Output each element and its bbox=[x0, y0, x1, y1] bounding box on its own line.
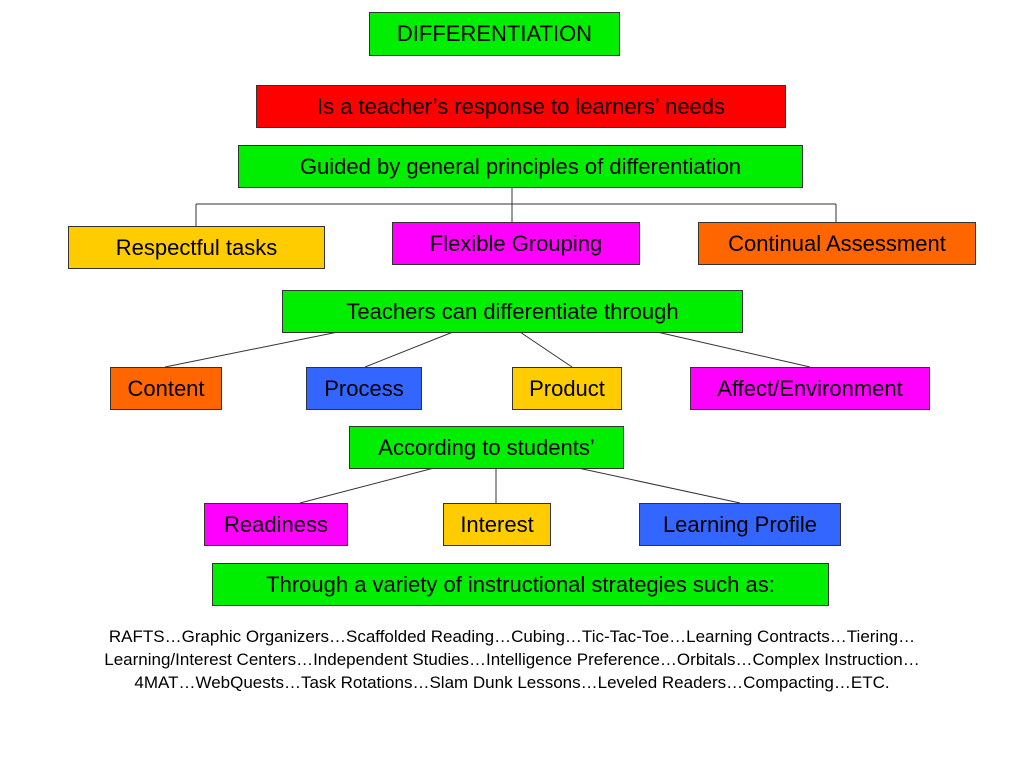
connector-line bbox=[299, 467, 435, 504]
connector-line bbox=[577, 467, 741, 504]
connector-line bbox=[364, 331, 454, 368]
process-box: Process bbox=[306, 367, 422, 410]
definition-box: Is a teacher’s response to learners’ nee… bbox=[256, 85, 786, 128]
strategies-list: RAFTS…Graphic Organizers…Scaffolded Read… bbox=[104, 627, 920, 692]
content-box: Content bbox=[110, 367, 222, 410]
differentiate-through-box: Teachers can differentiate through bbox=[282, 290, 743, 333]
learning-profile-box: Learning Profile bbox=[639, 503, 841, 546]
according-box: According to students’ bbox=[349, 426, 624, 469]
product-box: Product bbox=[512, 367, 622, 410]
strategies-box: Through a variety of instructional strat… bbox=[212, 563, 829, 606]
connector-line bbox=[656, 331, 811, 368]
flexible-grouping-box: Flexible Grouping bbox=[392, 222, 640, 265]
continual-assessment-box: Continual Assessment bbox=[698, 222, 976, 265]
principles-box: Guided by general principles of differen… bbox=[238, 145, 803, 188]
interest-box: Interest bbox=[443, 503, 551, 546]
readiness-box: Readiness bbox=[204, 503, 348, 546]
connector-line bbox=[164, 331, 339, 368]
respectful-tasks-box: Respectful tasks bbox=[68, 226, 325, 269]
connector-line bbox=[519, 331, 573, 368]
title-box: DIFFERENTIATION bbox=[369, 12, 620, 56]
affect-environment-box: Affect/Environment bbox=[690, 367, 930, 410]
